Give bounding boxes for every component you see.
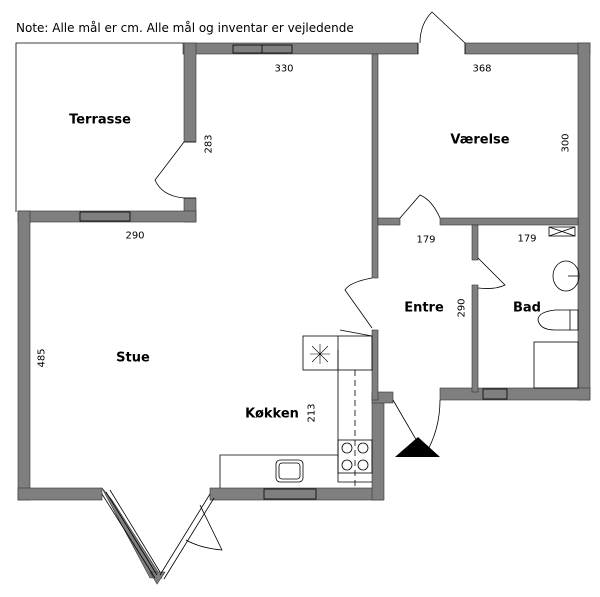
sink [275, 459, 304, 483]
dimension-stue-top: 330 [274, 63, 294, 75]
room-label-stue: Stue [116, 350, 150, 366]
note-text: Note: Alle mål er cm. Alle mål og invent… [16, 21, 354, 35]
shower [533, 341, 579, 389]
thin-lines [15, 11, 580, 580]
toilet [537, 309, 579, 331]
dimension-entre-top: 179 [416, 234, 436, 246]
dimension-vaerelse-side: 300 [560, 133, 572, 153]
room-label-terrasse: Terrasse [69, 112, 131, 128]
dimension-stue-left: 485 [36, 348, 48, 368]
room-label-vaerelse: Værelse [450, 132, 510, 148]
vent [548, 226, 576, 237]
dimension-stue-lower: 290 [125, 230, 145, 242]
dimension-bad-top: 179 [517, 233, 537, 245]
room-label-bad: Bad [513, 300, 541, 316]
room-label-entre: Entre [404, 300, 444, 316]
entrance-arrow-icon [395, 437, 440, 457]
room-label-koekken: Køkken [245, 406, 299, 422]
dimension-koekken-side: 213 [306, 403, 318, 423]
dimension-entre-side: 290 [456, 298, 468, 318]
stove [337, 439, 373, 474]
dimension-vaerelse-top: 368 [472, 63, 492, 75]
washbasin [552, 260, 580, 292]
dimension-stue-side: 283 [203, 134, 215, 154]
